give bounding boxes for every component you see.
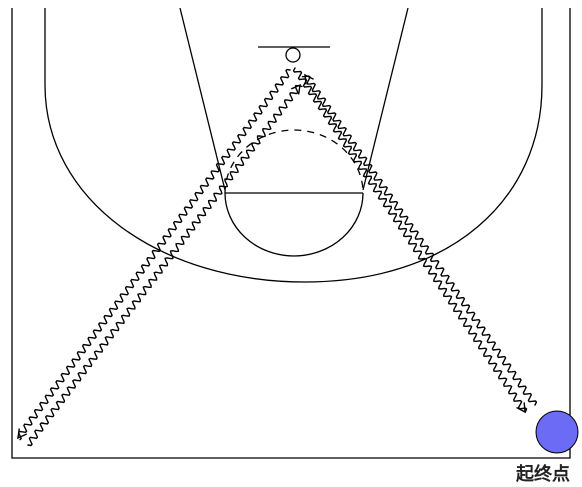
dribble-path-left-up — [27, 84, 303, 447]
three-point-line — [44, 8, 543, 283]
lane-line-left — [179, 7, 226, 191]
dribble-path-right-down-arrow — [516, 402, 526, 414]
dribble-path-left-down-arrow — [17, 428, 27, 440]
free-throw-circle-dashed — [224, 129, 364, 194]
lane-line-right — [362, 7, 409, 191]
dribble-path-left-up-arrow — [291, 83, 301, 95]
dribble-path-right-up — [301, 75, 538, 406]
start-end-label: 起终点 — [516, 464, 570, 485]
court-border — [11, 8, 571, 459]
dribble-path-left-down — [17, 68, 291, 441]
basket-rim — [285, 47, 301, 63]
dribble-paths — [17, 67, 538, 447]
free-throw-circle — [224, 192, 364, 257]
dribble-path-right-down — [292, 67, 528, 413]
start-end-marker — [535, 410, 579, 454]
